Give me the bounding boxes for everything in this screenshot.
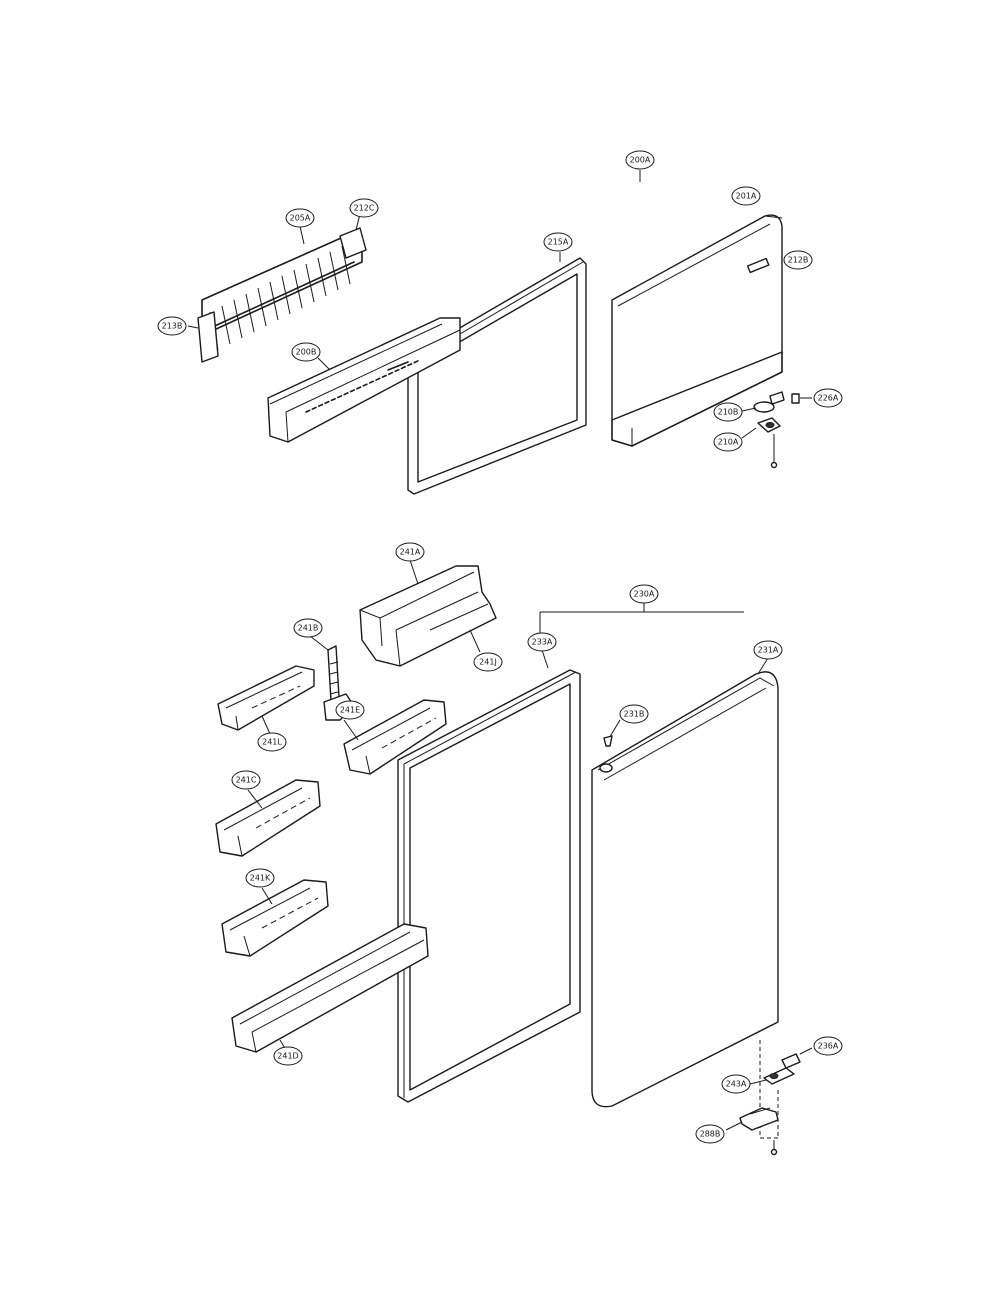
callout-213b: 213B — [157, 316, 187, 336]
svg-text:233A: 233A — [532, 638, 553, 647]
refrigerator-gasket-233a — [397, 649, 581, 1103]
callout-233a: 233A — [527, 632, 557, 652]
svg-text:210B: 210B — [718, 408, 739, 417]
callout-210b: 210B — [713, 402, 743, 422]
callout-241b: 241B — [293, 618, 323, 638]
svg-text:200A: 200A — [630, 156, 651, 165]
callout-241a: 241A — [395, 542, 425, 562]
svg-text:201A: 201A — [736, 192, 757, 201]
svg-text:212B: 212B — [788, 256, 809, 265]
door-shelf-241d — [231, 923, 429, 1053]
svg-text:213B: 213B — [162, 322, 183, 331]
callout-241l: 241L — [257, 732, 287, 752]
callout-205a: 205A — [285, 208, 315, 228]
svg-text:212C: 212C — [354, 204, 375, 213]
svg-text:241L: 241L — [262, 738, 282, 747]
svg-text:243A: 243A — [726, 1080, 747, 1089]
freezer-hinge-parts — [741, 391, 812, 469]
callout-212b: 212B — [783, 250, 813, 270]
callout-241k: 241K — [245, 868, 275, 888]
freezer-gasket-215a — [407, 252, 587, 495]
svg-text:241D: 241D — [277, 1052, 298, 1061]
svg-text:236A: 236A — [818, 1042, 839, 1051]
callout-288b: 288B — [695, 1124, 725, 1144]
refrigerator-hinge-parts — [725, 1040, 813, 1156]
svg-text:288B: 288B — [700, 1130, 721, 1139]
callout-231a: 231A — [753, 640, 783, 660]
svg-text:241C: 241C — [236, 776, 257, 785]
dairy-box-241a — [359, 559, 497, 667]
svg-text:215A: 215A — [548, 238, 569, 247]
callout-241d: 241D — [273, 1046, 303, 1066]
svg-text:230A: 230A — [634, 590, 655, 599]
callout-241e: 241E — [335, 700, 365, 720]
svg-text:241B: 241B — [298, 624, 319, 633]
svg-text:210A: 210A — [718, 438, 739, 447]
door-basket-241e — [343, 699, 447, 775]
svg-text:226A: 226A — [818, 394, 839, 403]
svg-text:241E: 241E — [340, 706, 360, 715]
callout-200a-top: 200A — [625, 150, 655, 170]
svg-text:241A: 241A — [400, 548, 421, 557]
callout-230a: 230A — [629, 584, 659, 604]
freezer-door-201a — [611, 214, 783, 447]
door-basket-241l — [217, 665, 315, 735]
callout-215a: 215A — [543, 232, 573, 252]
callout-243a: 243A — [721, 1074, 751, 1094]
svg-text:231B: 231B — [624, 710, 645, 719]
callout-226a-top: 226A — [813, 388, 843, 408]
callout-200b: 200B — [291, 342, 321, 362]
callout-231b: 231B — [619, 704, 649, 724]
door-basket-241c — [215, 779, 321, 857]
callout-212c: 212C — [349, 198, 379, 218]
callout-201a-top: 201A — [731, 186, 761, 206]
freezer-wire-rack-205a — [187, 213, 367, 363]
callout-241j-top: 241J — [473, 652, 503, 672]
svg-text:200B: 200B — [296, 348, 317, 357]
svg-text:241J: 241J — [479, 658, 497, 667]
freezer-shelf-200b — [267, 317, 461, 443]
callout-210a: 210A — [713, 432, 743, 452]
svg-text:205A: 205A — [290, 214, 311, 223]
refrigerator-door-231a — [591, 657, 779, 1108]
svg-text:241K: 241K — [250, 874, 271, 883]
door-basket-241k — [221, 879, 329, 957]
callout-241c: 241C — [231, 770, 261, 790]
svg-text:231A: 231A — [758, 646, 779, 655]
callout-236a: 236A — [813, 1036, 843, 1056]
